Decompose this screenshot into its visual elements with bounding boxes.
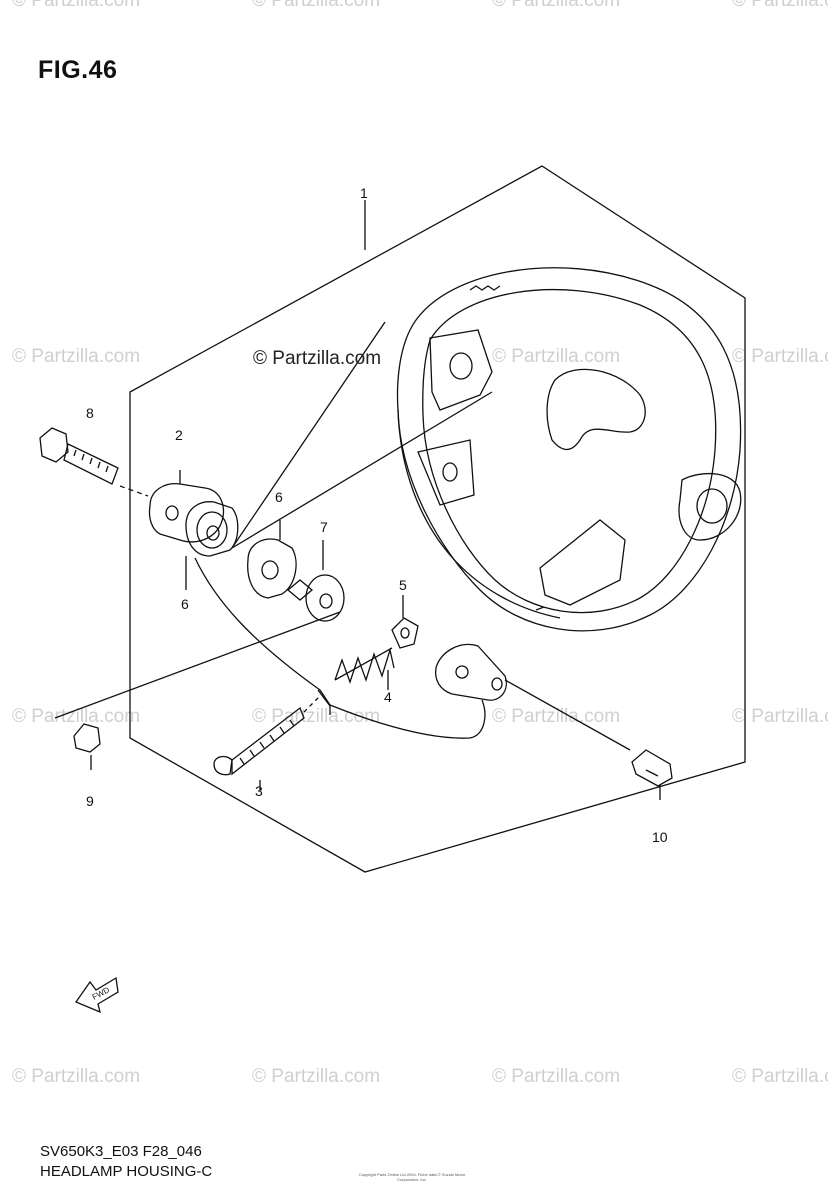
callout-1: 1 — [360, 185, 368, 201]
diagram-caption: HEADLAMP HOUSING-C — [40, 1163, 213, 1180]
copyright-note: Copyright Parts Online Ltd 2004. Fiche d… — [358, 1172, 466, 1182]
callout-3: 3 — [255, 783, 263, 799]
watermark: © Partzilla.com — [12, 706, 141, 727]
watermark: © Partzilla.com — [732, 1066, 828, 1087]
leader-line — [231, 391, 493, 549]
callout-2: 2 — [175, 427, 183, 443]
figure-title: FIG.46 — [38, 56, 118, 84]
diagram-code: SV650K3_E03 F28_046 — [40, 1143, 202, 1160]
bushing-6-middle — [247, 520, 297, 599]
bolt-8 — [39, 427, 149, 497]
collar-7 — [286, 540, 345, 622]
watermark-center: © Partzilla.com — [253, 348, 382, 369]
callout-5: 5 — [399, 577, 407, 593]
watermark: © Partzilla.com — [252, 1066, 381, 1087]
watermark: © Partzilla.com — [492, 1066, 621, 1087]
spring-4 — [334, 647, 395, 690]
watermark: © Partzilla.com — [492, 706, 621, 727]
watermark: © Partzilla.com — [12, 0, 141, 11]
nut-plate-5 — [391, 595, 419, 649]
watermark: © Partzilla.com — [732, 0, 828, 11]
callout-9: 9 — [86, 793, 94, 809]
watermark: © Partzilla.com — [252, 0, 381, 11]
watermark: © Partzilla.com — [492, 346, 621, 367]
callout-6: 6 — [275, 489, 283, 505]
watermark: © Partzilla.com — [732, 346, 828, 367]
bracket-wire — [194, 557, 486, 739]
watermark: © Partzilla.com — [252, 706, 381, 727]
bushing-2 — [148, 470, 225, 543]
nut-9 — [73, 723, 101, 770]
screw-10 — [631, 749, 673, 800]
fwd-arrow-icon — [75, 976, 119, 1014]
callout-8: 8 — [86, 405, 94, 421]
callout-10: 10 — [652, 829, 668, 845]
headlamp-housing — [396, 267, 742, 632]
watermark: © Partzilla.com — [732, 706, 828, 727]
watermark: © Partzilla.com — [492, 0, 621, 11]
adjusting-bracket — [434, 643, 631, 751]
callout-7: 7 — [320, 519, 328, 535]
watermark: © Partzilla.com — [12, 1066, 141, 1087]
screw-3 — [213, 695, 321, 790]
watermark: © Partzilla.com — [12, 346, 141, 367]
callout-4: 4 — [384, 689, 392, 705]
callout-6: 6 — [181, 596, 189, 612]
assembly-outline — [129, 165, 746, 873]
bushing-6-left — [185, 501, 239, 590]
leader-line — [54, 611, 341, 719]
leader-line — [231, 321, 386, 549]
